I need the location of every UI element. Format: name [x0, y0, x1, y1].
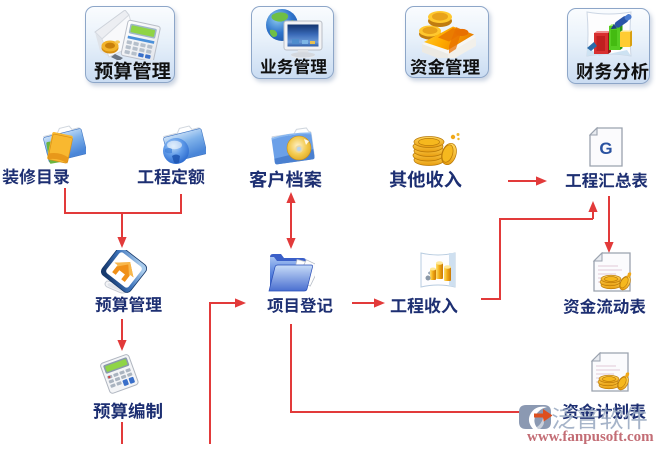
- svg-text:G: G: [599, 139, 612, 158]
